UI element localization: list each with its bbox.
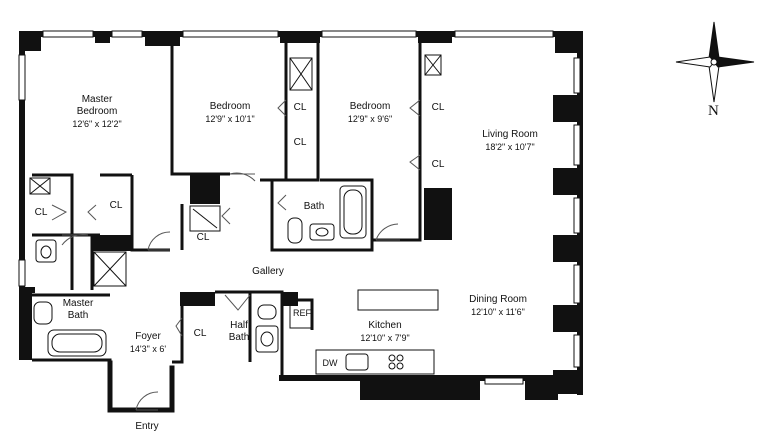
bedroom-2-name: Bedroom: [349, 101, 391, 112]
bedroom-2-dims: 12'9" x 9'6": [347, 114, 393, 124]
closet-label: CL: [34, 207, 48, 218]
thick-wall-blocks: [19, 31, 580, 400]
master-bath-name-line2: Bath: [67, 310, 89, 321]
foyer-dims: 14'3" x 6': [129, 344, 167, 354]
compass-rose-icon: [675, 21, 755, 103]
closet-label: CL: [193, 328, 207, 339]
bath-name: Bath: [303, 201, 325, 212]
door-swings: [51, 99, 421, 411]
entry-label: Entry: [127, 421, 167, 433]
closet-label: CL: [431, 159, 445, 170]
fixtures: [29, 54, 442, 375]
dining-room-name: Dining Room: [469, 294, 527, 305]
living-room-label: Living Room 18'2" x 10'7": [470, 129, 550, 153]
dining-room-dims: 12'10" x 11'6": [471, 307, 525, 317]
closet-label: CL: [109, 200, 123, 211]
half-bath-name-line2: Bath: [228, 332, 250, 343]
half-bath-name-line1: Half: [230, 320, 248, 331]
master-bedroom-dims: 12'6" x 12'2": [72, 119, 122, 129]
closet-label: CL: [293, 137, 307, 148]
refrigerator-label: REF: [293, 308, 311, 318]
kitchen-label: Kitchen 12'10" x 7'9": [350, 320, 420, 344]
living-room-name: Living Room: [482, 129, 538, 140]
dining-room-label: Dining Room 12'10" x 11'6": [458, 294, 538, 318]
master-bedroom-name-line2: Bedroom: [76, 106, 118, 117]
living-room-dims: 18'2" x 10'7": [485, 142, 535, 152]
closet-label: CL: [293, 102, 307, 113]
compass-north-label: N: [708, 103, 719, 119]
entry-name: Entry: [135, 421, 159, 432]
closet-label: CL: [196, 232, 210, 243]
foyer-name: Foyer: [135, 331, 161, 342]
gallery-name: Gallery: [252, 266, 284, 277]
master-bath-name-line1: Master: [62, 298, 94, 309]
bedroom-1-dims: 12'9" x 10'1": [205, 114, 255, 124]
master-bedroom-label: Master Bedroom 12'6" x 12'2": [62, 94, 132, 130]
half-bath-label: Half Bath: [222, 320, 256, 344]
bedroom-1-name: Bedroom: [209, 101, 251, 112]
master-bedroom-name-line1: Master: [81, 94, 113, 105]
bath-label: Bath: [300, 201, 328, 213]
gallery-label: Gallery: [246, 266, 290, 278]
master-bath-label: Master Bath: [54, 298, 102, 322]
kitchen-name: Kitchen: [368, 320, 402, 331]
bedroom-1-label: Bedroom 12'9" x 10'1": [195, 101, 265, 125]
closet-label: CL: [431, 102, 445, 113]
foyer-label: Foyer 14'3" x 6': [120, 331, 176, 355]
windows: [18, 30, 581, 385]
kitchen-dims: 12'10" x 7'9": [360, 333, 410, 343]
bedroom-2-label: Bedroom 12'9" x 9'6": [335, 101, 405, 125]
dishwasher-label: DW: [322, 358, 338, 368]
